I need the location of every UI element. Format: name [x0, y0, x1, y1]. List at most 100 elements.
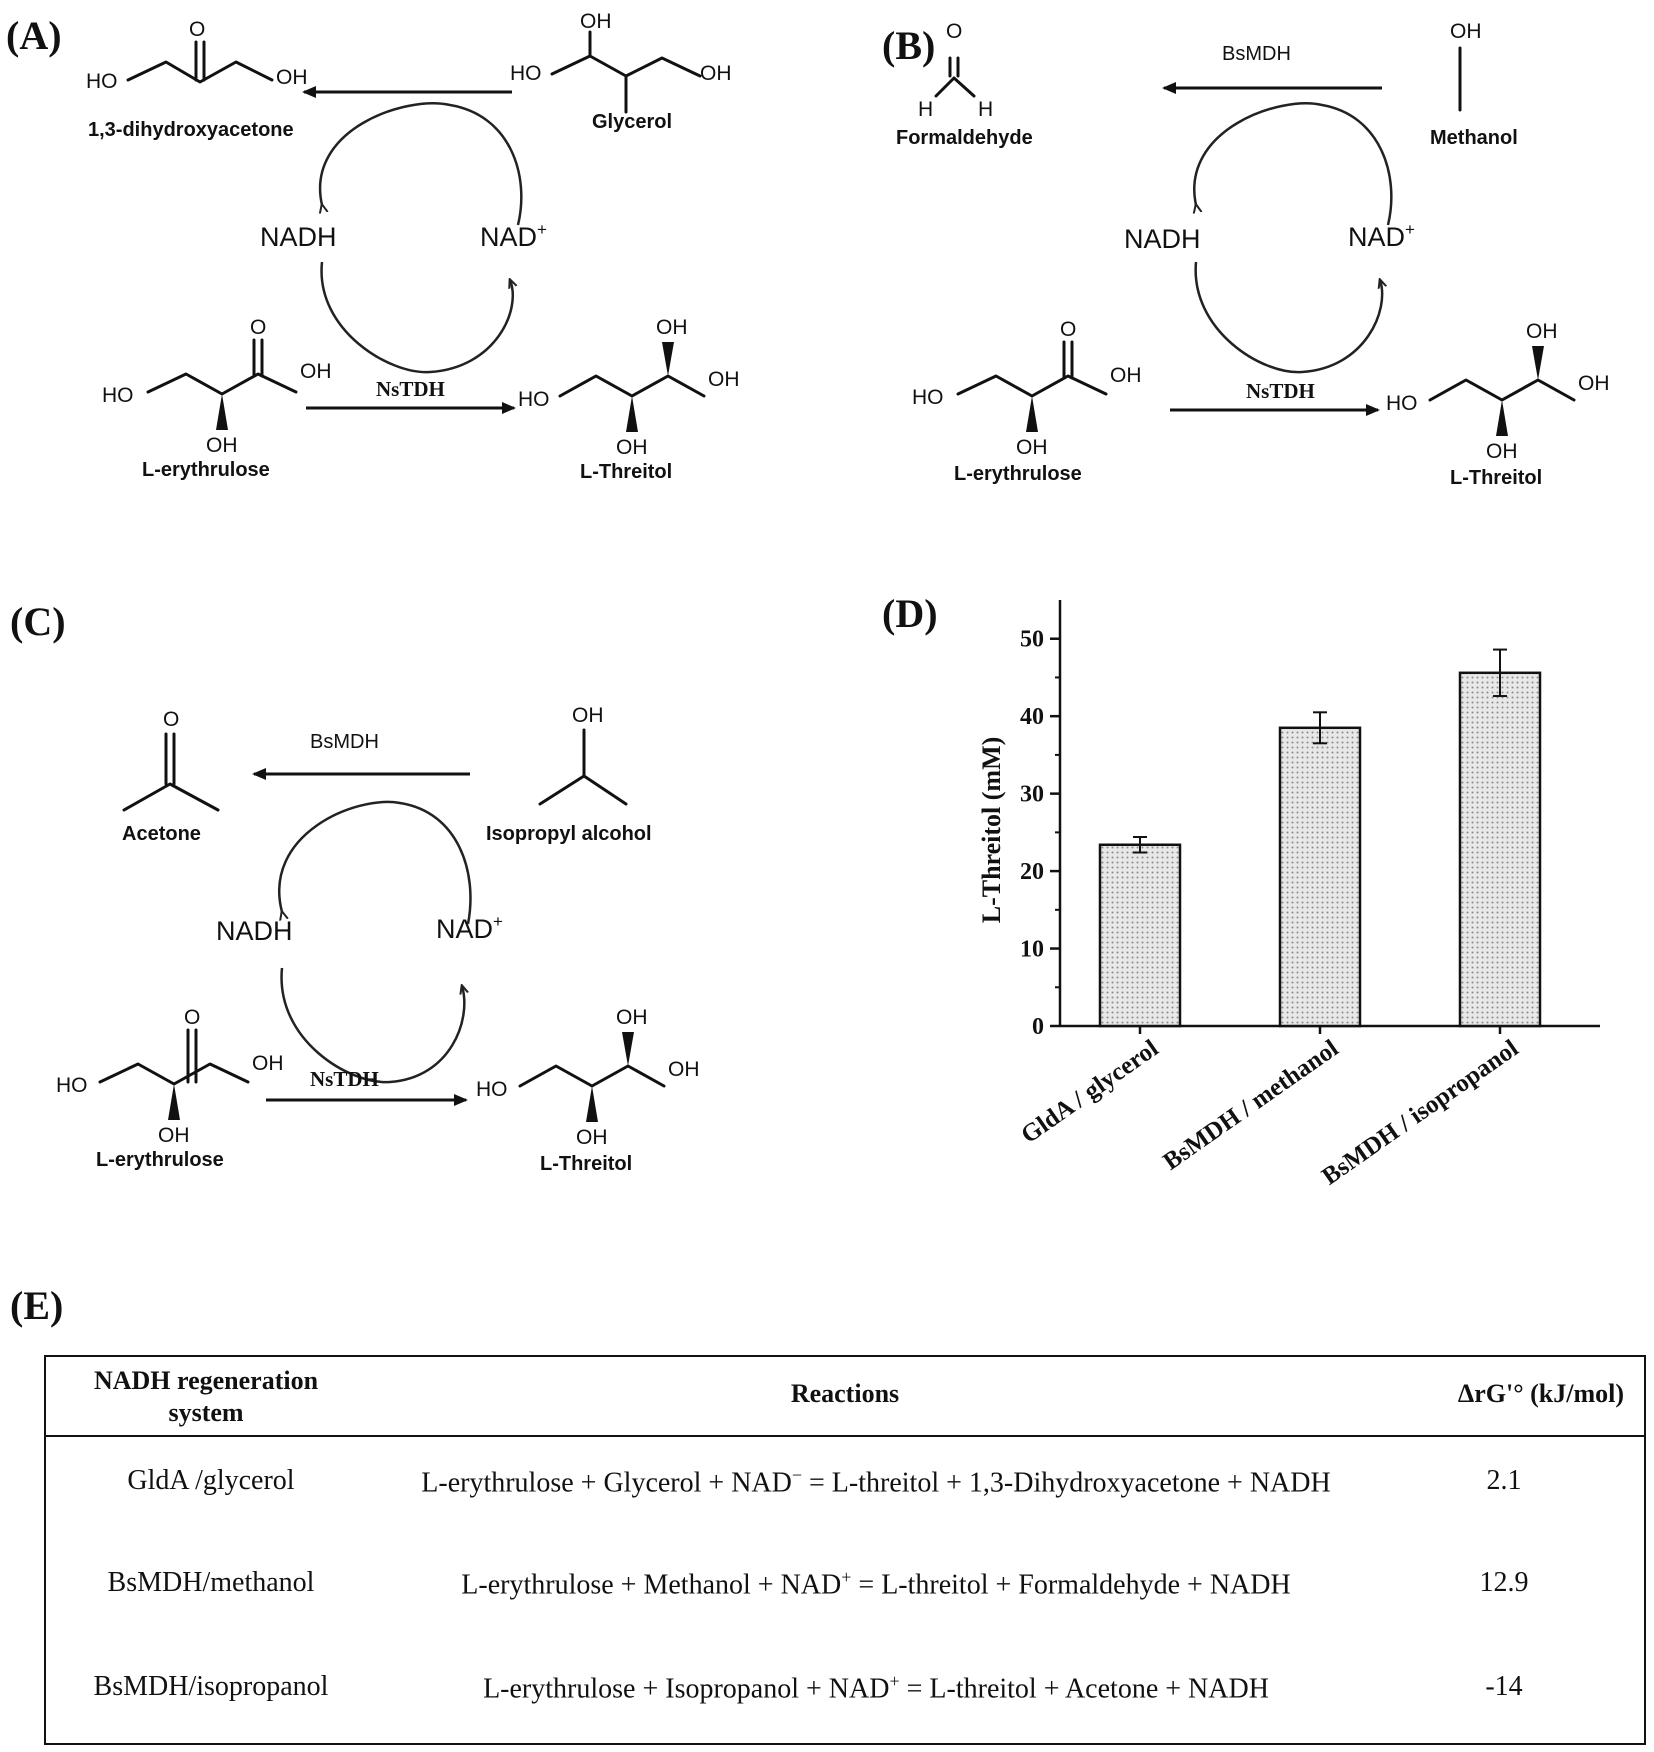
scheme-panel-c: O Acetone OH Isopropyl alcohol BsMDH NAD…	[56, 704, 700, 1175]
svg-text:OH: OH	[656, 316, 688, 339]
svg-text:OH: OH	[206, 434, 238, 457]
svg-text:OH: OH	[616, 1006, 648, 1029]
acetone-structure: O Acetone	[122, 708, 220, 845]
x-tick-label: BsMDH / methanol	[1158, 1035, 1343, 1176]
svg-text:OH: OH	[616, 436, 648, 459]
svg-text:HO: HO	[518, 388, 550, 411]
svg-text:OH: OH	[572, 704, 604, 727]
bottom-product-name: L-Threitol	[1450, 467, 1542, 489]
x-tick-label: BsMDH / isopropanol	[1317, 1035, 1523, 1191]
panel-label-a: (A)	[6, 13, 62, 58]
svg-text:OH: OH	[158, 1124, 190, 1147]
header-dg: ΔrG'° (kJ/mol)	[1457, 1379, 1624, 1408]
row-system: BsMDH/isopropanol	[93, 1671, 329, 1702]
svg-text:HO: HO	[912, 386, 944, 409]
top-substrate-name: Methanol	[1430, 127, 1518, 149]
erythrulose-structure: O HO OH OH L-erythrulose	[56, 1006, 284, 1171]
panel-label-d: (D)	[882, 591, 938, 636]
svg-text:O: O	[946, 20, 962, 43]
svg-text:O: O	[1060, 318, 1076, 341]
svg-text:OH: OH	[1016, 436, 1048, 459]
svg-text:OH: OH	[576, 1126, 608, 1149]
svg-text:O: O	[250, 316, 266, 339]
svg-text:HO: HO	[1386, 392, 1418, 415]
y-tick-label: 30	[1020, 782, 1044, 808]
cycle-arc-bottom	[280, 967, 465, 1084]
erythrulose-structure: O HO OH OH L-erythrulose	[912, 318, 1142, 485]
svg-text:OH: OH	[1450, 20, 1482, 43]
bar	[1458, 671, 1542, 1028]
svg-text:HO: HO	[56, 1074, 88, 1097]
glycerol-structure: OH HO OH Glycerol	[510, 10, 732, 133]
erythrulose-structure: O HO OH OH L-erythrulose	[102, 316, 332, 481]
svg-text:OH: OH	[300, 360, 332, 383]
bottom-product-name: L-Threitol	[540, 1153, 632, 1175]
formaldehyde-structure: O H H Formaldehyde	[896, 20, 1033, 149]
y-tick-label: 50	[1020, 627, 1044, 653]
row-reaction: L-erythrulose + Isopropanol + NAD+ = L-t…	[483, 1671, 1269, 1705]
bottom-substrate-name: L-erythrulose	[142, 459, 270, 481]
svg-text:HO: HO	[102, 384, 134, 407]
panel-label-c: (C)	[10, 599, 66, 644]
svg-text:OH: OH	[1578, 372, 1610, 395]
enzyme-bsmdh: BsMDH	[310, 731, 379, 753]
svg-text:O: O	[163, 708, 179, 731]
enzyme-nstdh: NsTDH	[310, 1067, 379, 1091]
methanol-structure: OH Methanol	[1430, 20, 1518, 149]
table-row: GldA /glycerol L-erythrulose + Glycerol …	[46, 1465, 1644, 1505]
bottom-product-name: L-Threitol	[580, 461, 672, 483]
svg-text:OH: OH	[580, 10, 612, 33]
bar	[1098, 843, 1182, 1028]
enzyme-nstdh: NsTDH	[376, 377, 445, 401]
row-reaction: L-erythrulose + Glycerol + NAD− = L-thre…	[421, 1465, 1331, 1499]
svg-text:OH: OH	[668, 1058, 700, 1081]
row-system: BsMDH/methanol	[107, 1567, 315, 1598]
x-tick-label: GldA / glycerol	[1016, 1035, 1163, 1149]
scheme-panel-a: O HO OH 1,3-dihydroxyacetone OH HO OH Gl…	[86, 10, 740, 483]
row-dg: 12.9	[1479, 1567, 1529, 1598]
svg-text:OH: OH	[252, 1052, 284, 1075]
svg-text:HO: HO	[476, 1078, 508, 1101]
svg-text:HO: HO	[510, 62, 542, 85]
scheme-panel-b: O H H Formaldehyde OH Methanol BsMDH NAD…	[896, 20, 1610, 489]
row-dg: -14	[1485, 1671, 1523, 1702]
panel-label-b: (B)	[882, 23, 936, 68]
isopropyl-alcohol-structure: OH Isopropyl alcohol	[486, 704, 652, 845]
svg-text:OH: OH	[1526, 320, 1558, 343]
svg-text:OH: OH	[1486, 440, 1518, 463]
row-system: GldA /glycerol	[127, 1465, 295, 1496]
y-tick-label: 10	[1020, 937, 1044, 963]
svg-text:OH: OH	[276, 66, 308, 89]
table-header: NADH regeneration system Reactions ΔrG'°…	[46, 1357, 1644, 1437]
cofactor-nad: NAD+	[480, 220, 547, 252]
top-substrate-name: Glycerol	[592, 111, 672, 133]
y-axis-label: L-Threitol (mM)	[977, 737, 1006, 924]
top-product-name: Acetone	[122, 823, 201, 845]
svg-text:OH: OH	[700, 62, 732, 85]
threitol-structure: OH HO OH OH L-Threitol	[518, 316, 740, 483]
bottom-substrate-name: L-erythrulose	[96, 1149, 224, 1171]
threitol-structure: OH HO OH OH L-Threitol	[1386, 320, 1610, 489]
cycle-arc-top	[320, 102, 523, 226]
y-tick-label: 20	[1020, 859, 1044, 885]
enzyme-bsmdh: BsMDH	[1222, 43, 1291, 65]
y-tick-label: 0	[1032, 1014, 1044, 1040]
cofactor-nad: NAD+	[1348, 220, 1415, 252]
row-dg: 2.1	[1486, 1465, 1522, 1496]
y-tick-label: 40	[1020, 704, 1044, 730]
nadh-regeneration-table: NADH regeneration system Reactions ΔrG'°…	[44, 1355, 1646, 1745]
cofactor-nadh: NADH	[1124, 224, 1201, 254]
enzyme-nstdh: NsTDH	[1246, 379, 1315, 403]
cofactor-nadh: NADH	[216, 916, 293, 946]
dihydroxyacetone-structure: O HO OH 1,3-dihydroxyacetone	[86, 18, 308, 141]
top-product-name: Formaldehyde	[896, 127, 1033, 149]
cycle-arc-top	[1194, 102, 1393, 226]
svg-text:OH: OH	[1110, 364, 1142, 387]
svg-text:OH: OH	[708, 368, 740, 391]
svg-text:O: O	[184, 1006, 200, 1029]
svg-text:H: H	[918, 98, 933, 121]
threitol-structure: OH HO OH OH L-Threitol	[476, 1006, 700, 1175]
bar	[1278, 726, 1362, 1028]
cycle-arc-top	[278, 800, 472, 925]
